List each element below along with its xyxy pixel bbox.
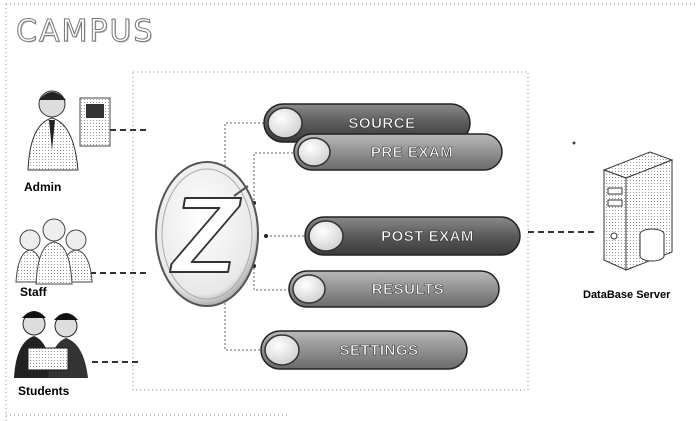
module-label: PRE EXAM [371, 144, 453, 161]
module-label: POST EXAM [381, 228, 474, 245]
module-pill-shape [304, 216, 521, 256]
module-knob-icon [264, 334, 300, 366]
module-pill-shape [293, 133, 503, 171]
students-label: Students [18, 384, 70, 398]
admin-icon [27, 90, 111, 171]
module-connectors [224, 122, 305, 351]
decorative-dot [572, 141, 576, 145]
staff-icon [15, 218, 93, 285]
students-icon [14, 311, 88, 378]
module-label: RESULTS [372, 281, 444, 298]
module-knob-icon [297, 137, 331, 167]
staff-label: Staff [20, 285, 47, 299]
module-pill-shape [260, 330, 468, 370]
server-label: DataBase Server [583, 289, 671, 301]
module-label: SETTINGS [339, 342, 418, 359]
hub-logo [155, 161, 259, 307]
module-pre-exam-button[interactable]: PRE EXAM [293, 133, 503, 171]
module-results-button[interactable]: RESULTS [288, 270, 500, 308]
campus-title: CAMPUS [15, 14, 155, 50]
campus-border [5, 3, 697, 421]
admin-label: Admin [24, 180, 62, 194]
database-server-icon [602, 151, 674, 271]
module-pill-shape [288, 270, 500, 308]
module-label: SOURCE [348, 115, 415, 132]
module-settings-button[interactable]: SETTINGS [260, 330, 468, 370]
module-source-button[interactable]: SOURCE [263, 103, 471, 143]
module-knob-icon [292, 274, 326, 304]
module-post-exam-button[interactable]: POST EXAM [304, 216, 521, 256]
module-knob-icon [308, 220, 344, 252]
actor-connectors [90, 129, 150, 363]
module-knob-icon [267, 107, 303, 139]
